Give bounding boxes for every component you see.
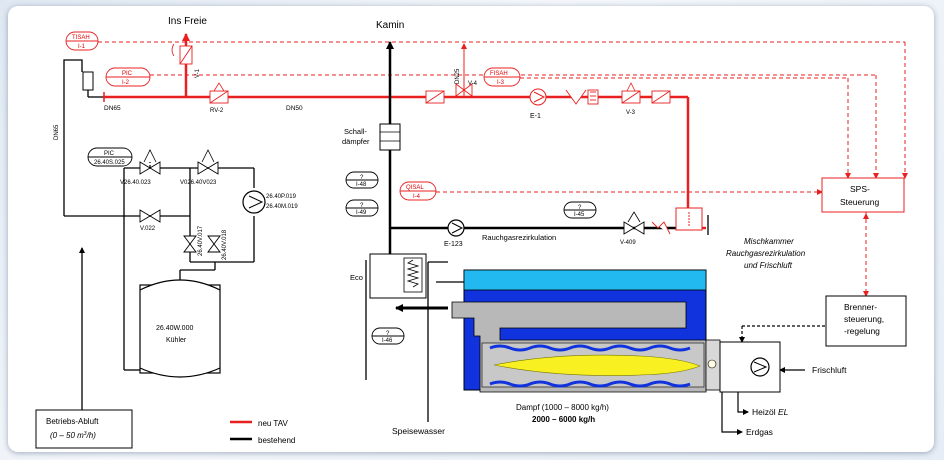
v3-tag: V-3 <box>626 110 636 116</box>
natural-gas-label: Erdgas <box>746 427 773 437</box>
fisah-bottom: I-3 <box>497 80 505 86</box>
v017-tag: 26.40V.017 <box>198 225 204 256</box>
sps-label-2: Steuerung <box>840 197 879 207</box>
cooler-name-label: Kühler <box>166 337 187 344</box>
v4-tag: V-4 <box>468 81 478 87</box>
burner-label-1: Brenner- <box>844 302 877 312</box>
v018-tag: 26.40V.018 <box>222 229 228 260</box>
silencer-label-2: dämpfer <box>342 137 370 146</box>
exhaust-label-2: (0 – 50 m3/h) <box>50 431 96 440</box>
black-valve-actuators <box>143 149 641 223</box>
burner-label-3: -regelung <box>844 326 880 336</box>
dn65-label: DN65 <box>104 105 121 112</box>
ins-freie-label: Ins Freie <box>168 16 207 27</box>
dn25-label: DN25 <box>455 68 461 84</box>
silencer-label-1: Schall- <box>344 127 367 136</box>
pic-25-bottom: 26.40S.025 <box>94 160 125 166</box>
v26-023-tag: V26.40.023 <box>120 180 151 186</box>
dn65-vertical-label: DN65 <box>54 124 60 140</box>
kamin-label: Kamin <box>376 20 404 31</box>
p019-tag: 26.40P.019 <box>266 194 297 200</box>
exhaust-box <box>35 409 133 449</box>
v1-tag: V-1 <box>195 68 201 78</box>
i49-top: ? <box>360 203 364 209</box>
i45-bottom: I-45 <box>574 212 585 218</box>
flow-sensor <box>82 71 94 91</box>
pic-25-top: PIC <box>104 151 115 157</box>
steam-range-label: Dampf (1000 – 8000 kg/h) <box>516 403 609 412</box>
exhaust-label-1: Betriebs-Abluft <box>46 417 99 426</box>
valves <box>139 161 645 253</box>
steam-boiler <box>451 269 721 393</box>
red-valves <box>179 45 671 235</box>
valve-actuators <box>171 43 636 92</box>
legend-existing-label: bestehend <box>258 436 295 445</box>
fisah-top: FISAH <box>490 71 508 77</box>
steam-new-range-label: 2000 – 6000 kg/h <box>532 415 595 424</box>
recirculation-label: Rauchgasrezirkulation <box>482 233 556 242</box>
feedwater-label: Speisewasser <box>392 426 445 436</box>
v409-tag: V-409 <box>620 240 636 246</box>
sps-box <box>821 177 905 213</box>
burner-box <box>719 341 781 393</box>
eco-label: Eco <box>350 273 363 282</box>
v026-023-tag: V026.40V023 <box>180 180 217 186</box>
pic-i2-top: PIC <box>122 71 133 77</box>
e1-tag: E-1 <box>530 113 541 120</box>
burner-control-box <box>825 295 907 347</box>
silencer <box>379 123 401 151</box>
burner-label-2: steuerung, <box>844 314 884 324</box>
fresh-air-label: Frischluft <box>812 365 847 375</box>
pic-i2-bottom: I-2 <box>122 80 130 86</box>
tisah-top: TISAH <box>72 35 90 41</box>
i46-bottom: I-46 <box>382 338 393 344</box>
mixing-label-3: und Frischluft <box>744 261 793 270</box>
rv2-tag: RV-2 <box>210 108 224 114</box>
legend-new-label: neu TAV <box>258 419 288 428</box>
signal-lines <box>98 41 908 297</box>
tisah-bottom: I-1 <box>78 44 86 50</box>
economizer <box>369 253 427 299</box>
v022-tag: V.022 <box>140 226 156 232</box>
mixing-label-1: Mischkammer <box>744 237 794 246</box>
sps-label-1: SPS- <box>850 184 870 194</box>
cooler-tag-label: 26.40W.000 <box>156 325 193 332</box>
pump-icons <box>242 88 547 237</box>
heating-oil-label: Heizöl EL <box>752 407 789 417</box>
mixing-label-2: Rauchgasrezirkulation <box>726 249 806 258</box>
e123-tag: E-123 <box>444 241 463 248</box>
qisal-top: QISAL <box>406 185 424 191</box>
i46-top: ? <box>386 331 390 337</box>
instrument-balloons <box>65 31 597 345</box>
cooler-vessel <box>139 279 221 378</box>
i48-bottom: I-48 <box>356 182 367 188</box>
i49-bottom: I-49 <box>356 210 367 216</box>
i45-top: ? <box>578 205 582 211</box>
dn50-label: DN50 <box>286 105 303 112</box>
qisal-bottom: I-4 <box>413 194 421 200</box>
i48-top: ? <box>360 175 364 181</box>
m019-tag: 26.40M.019 <box>266 204 298 210</box>
